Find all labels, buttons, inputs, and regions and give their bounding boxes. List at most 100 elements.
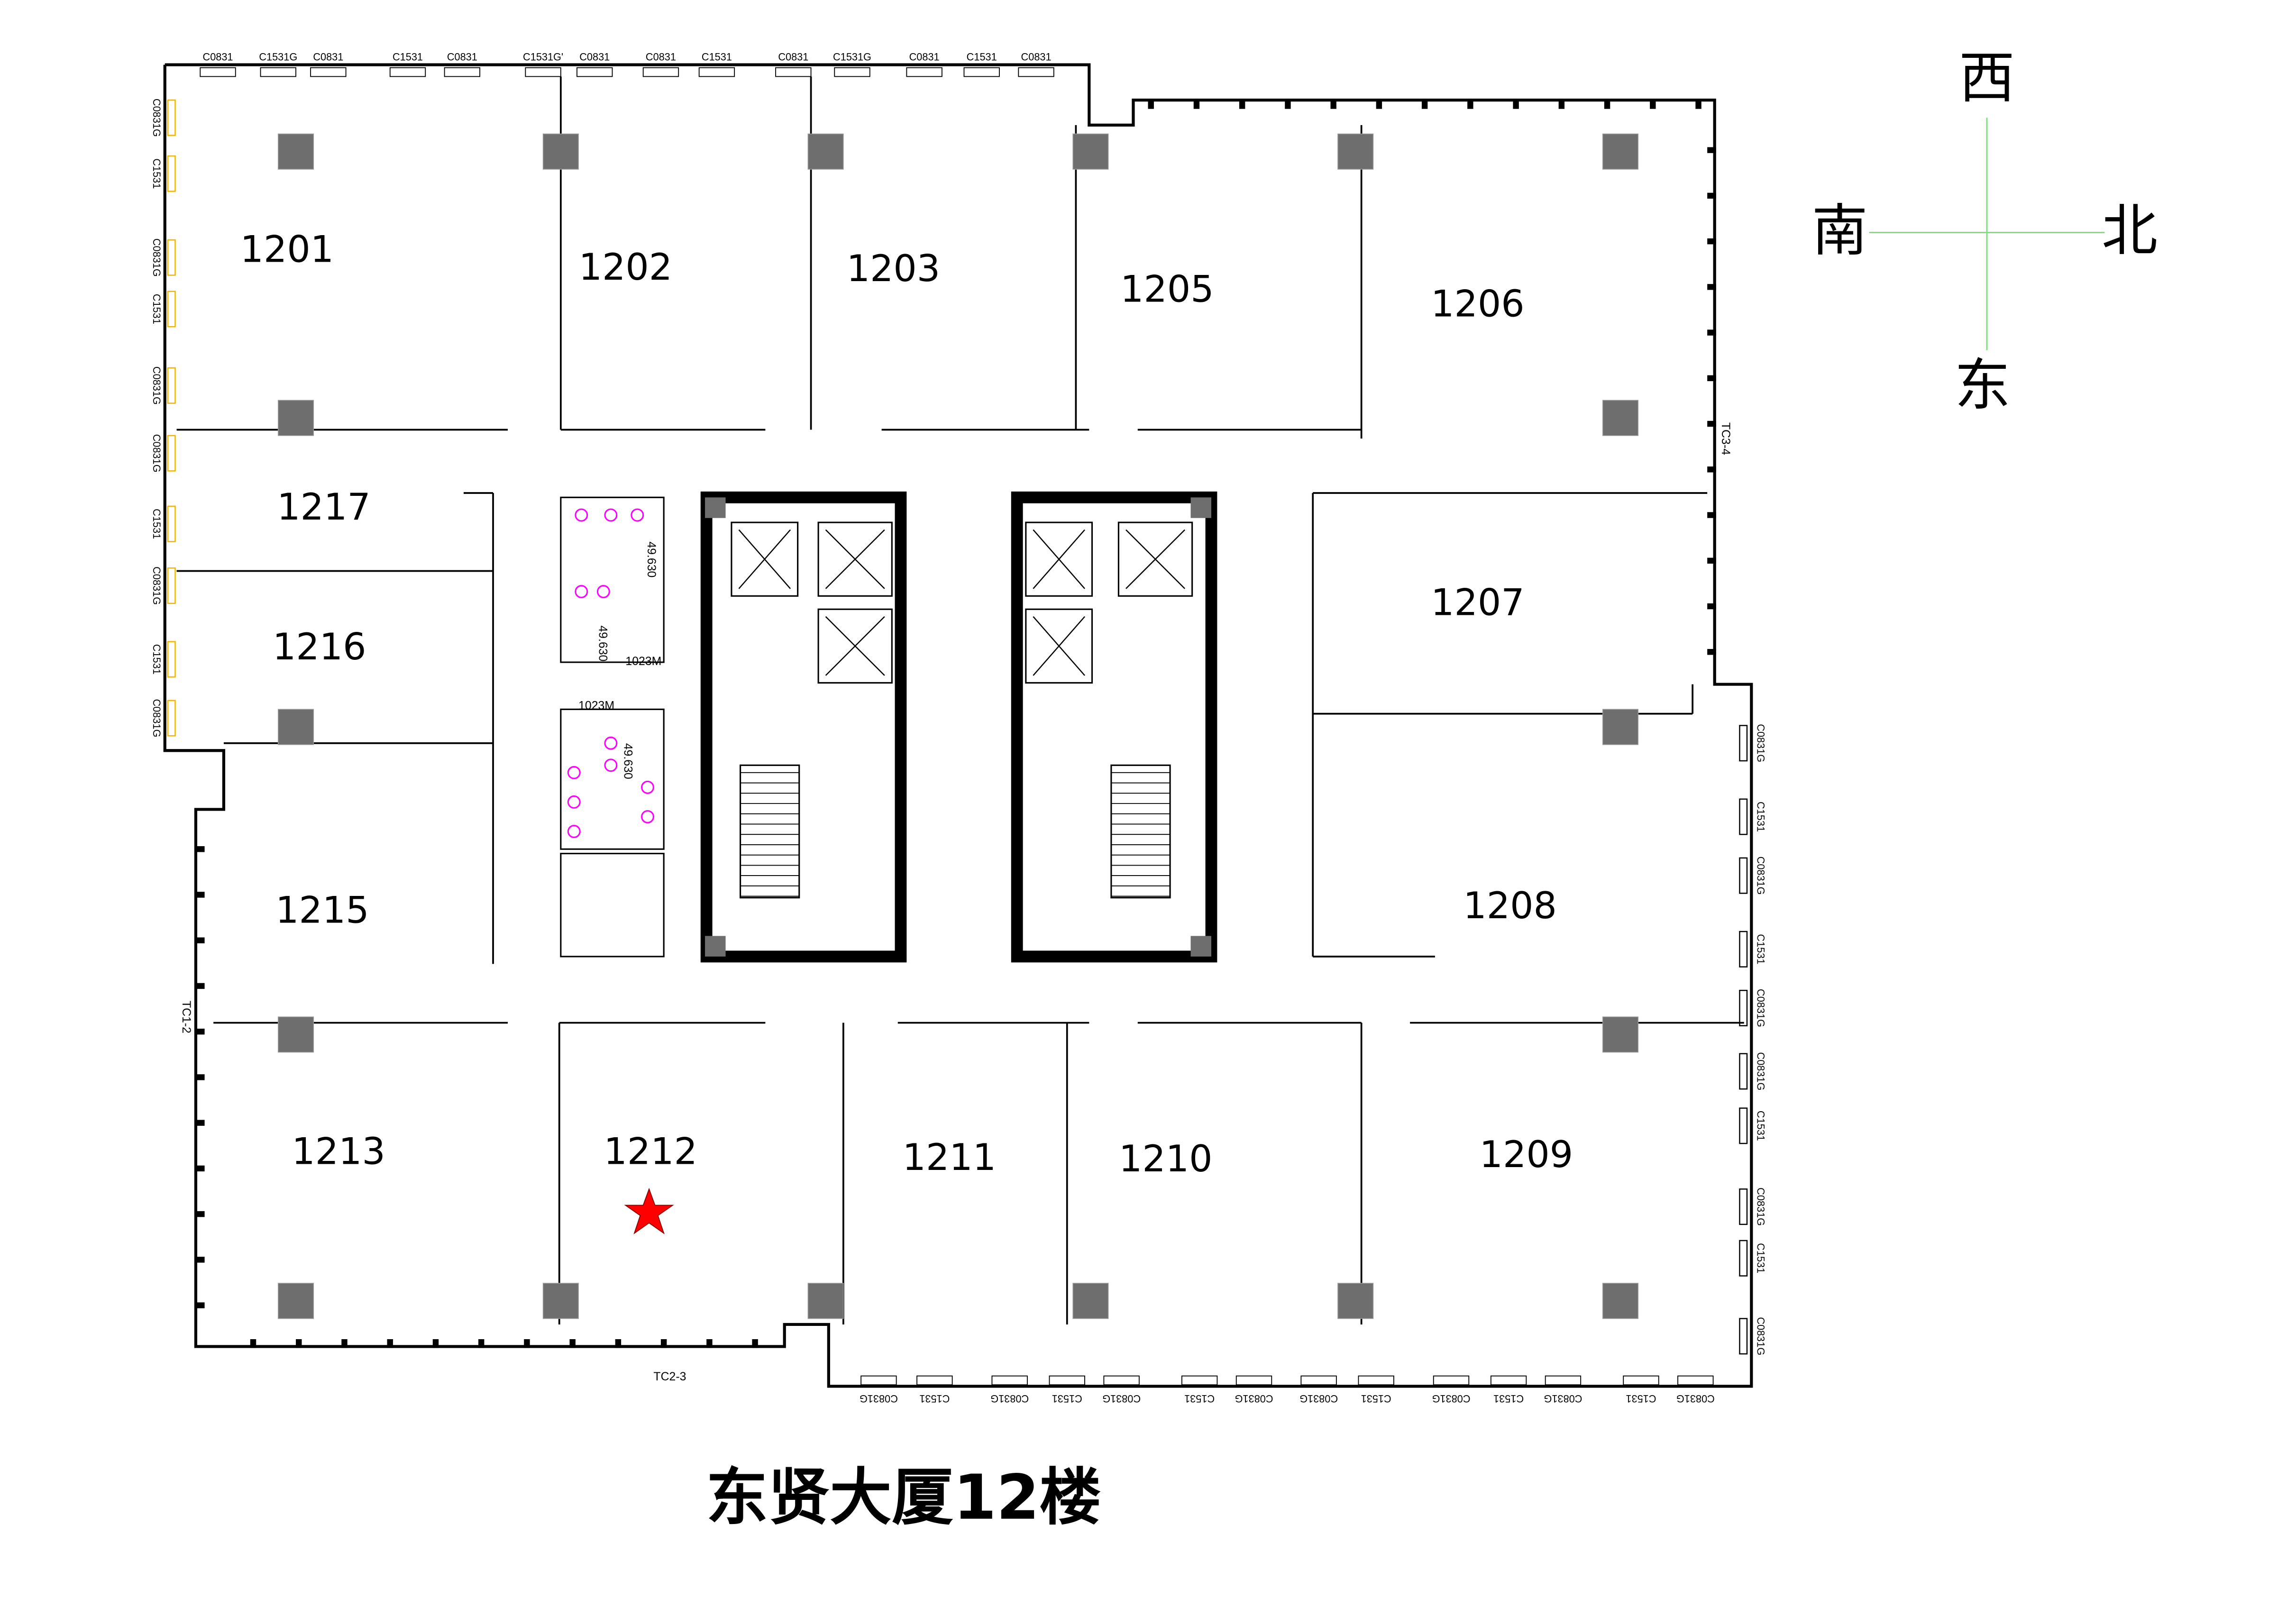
window	[963, 67, 1000, 77]
window-label: C0831	[1021, 51, 1052, 63]
columns	[278, 133, 1639, 1319]
window	[167, 239, 176, 276]
room-label-1209: 1209	[1480, 1133, 1573, 1176]
compass-west: 西	[1959, 46, 2015, 110]
toilet-fixture	[604, 736, 618, 750]
window	[389, 67, 426, 77]
curtain-wall-mullion	[752, 1339, 758, 1348]
curtain-wall-mullion	[195, 892, 205, 898]
elevator-cross	[825, 616, 885, 676]
curtain-wall-mullion	[1707, 329, 1716, 336]
window-label: C1531	[151, 158, 163, 189]
curtain-wall-mullion	[569, 1339, 576, 1348]
window	[1623, 1375, 1659, 1386]
window	[1677, 1375, 1714, 1386]
window	[167, 700, 176, 737]
window-label: C0831G	[1755, 1052, 1767, 1091]
curtain-wall-mullion	[195, 1028, 205, 1035]
window-label: C0831G	[1235, 1393, 1273, 1405]
window	[1739, 857, 1748, 894]
column	[807, 1283, 844, 1319]
curtain-wall-mullion	[1558, 100, 1565, 109]
curtain-wall-mullion	[195, 1302, 205, 1308]
core-shaft	[700, 491, 907, 963]
curtain-wall-label: TC2-3	[653, 1370, 686, 1383]
curtain-wall-mullion	[195, 1211, 205, 1217]
curtain-wall-mullion	[706, 1339, 713, 1348]
staircase	[740, 764, 800, 899]
red-star-icon	[624, 1187, 674, 1234]
window-label: C0831G	[1676, 1393, 1715, 1405]
toilet-fixture	[641, 810, 654, 823]
toilet-fixture	[604, 508, 618, 522]
curtain-wall-mullion	[1707, 238, 1716, 245]
elevator	[731, 521, 799, 597]
window-label: C0831G	[151, 99, 163, 137]
curtain-wall-label: TC1-2	[180, 1001, 192, 1033]
curtain-wall-mullion	[195, 1165, 205, 1172]
column	[1072, 133, 1109, 170]
window	[525, 67, 561, 77]
toilet-fixture	[567, 795, 581, 809]
curtain-wall-mullion	[1650, 100, 1656, 109]
window-label: C0831	[313, 51, 343, 63]
room-label-1207: 1207	[1431, 582, 1524, 624]
window-label: C0831G	[1755, 1317, 1767, 1355]
room-label-1213: 1213	[292, 1131, 385, 1173]
restroom	[560, 852, 665, 958]
elevator	[817, 521, 893, 597]
curtain-wall-mullion	[1148, 100, 1154, 109]
column	[1337, 1283, 1374, 1319]
curtain-wall-label: TC3-4	[1719, 422, 1732, 455]
core	[560, 491, 1217, 963]
curtain-wall-mullion	[1695, 100, 1701, 109]
window	[1181, 1375, 1218, 1386]
curtain-wall-mullion	[387, 1339, 393, 1348]
column	[1602, 1283, 1639, 1319]
restroom	[560, 496, 665, 663]
elevator-cross	[1033, 616, 1085, 676]
elevator-cross	[1125, 529, 1185, 589]
elevator-cross	[738, 529, 791, 589]
column	[1337, 133, 1374, 170]
window	[167, 641, 176, 678]
curtain-wall-mullion	[432, 1339, 439, 1348]
toilet-fixture	[604, 758, 618, 772]
window-label: C0831G	[151, 699, 163, 737]
column	[1072, 1283, 1109, 1319]
window-label: C0831G	[1755, 989, 1767, 1027]
window-label: C1531	[919, 1393, 950, 1405]
column	[1602, 133, 1639, 170]
window-label: C1531	[1626, 1393, 1656, 1405]
restroom	[560, 708, 665, 850]
curtain-wall-mullion	[195, 937, 205, 943]
column	[542, 1283, 579, 1319]
window	[1049, 1375, 1085, 1386]
window	[310, 67, 347, 77]
toilet-fixture	[596, 584, 610, 598]
window-label: C0831G	[1755, 1187, 1767, 1226]
window	[167, 367, 176, 404]
window	[167, 291, 176, 328]
column	[278, 709, 314, 745]
curtain-wall-mullion	[1707, 466, 1716, 473]
window-label: C1531	[702, 51, 732, 63]
floor-title: 东贤大厦12楼	[706, 1461, 1101, 1534]
window-label: C0831G	[860, 1393, 898, 1405]
room-label-1203: 1203	[847, 247, 940, 290]
window	[167, 435, 176, 472]
curtain-wall-mullion	[1467, 100, 1473, 109]
window-label: C0831G	[1755, 857, 1767, 895]
window-label: C0831	[579, 51, 610, 63]
window	[167, 99, 176, 136]
window-label: C0831G	[990, 1393, 1029, 1405]
window-label: C1531G'	[523, 51, 563, 63]
window	[1545, 1375, 1582, 1386]
curtain-wall-mullion	[1707, 420, 1716, 427]
window	[860, 1375, 897, 1386]
window-label: C1531G	[833, 51, 871, 63]
curtain-wall-mullion	[1707, 147, 1716, 153]
compass-south: 南	[1812, 199, 1868, 264]
column	[807, 133, 844, 170]
window	[1103, 1375, 1140, 1386]
